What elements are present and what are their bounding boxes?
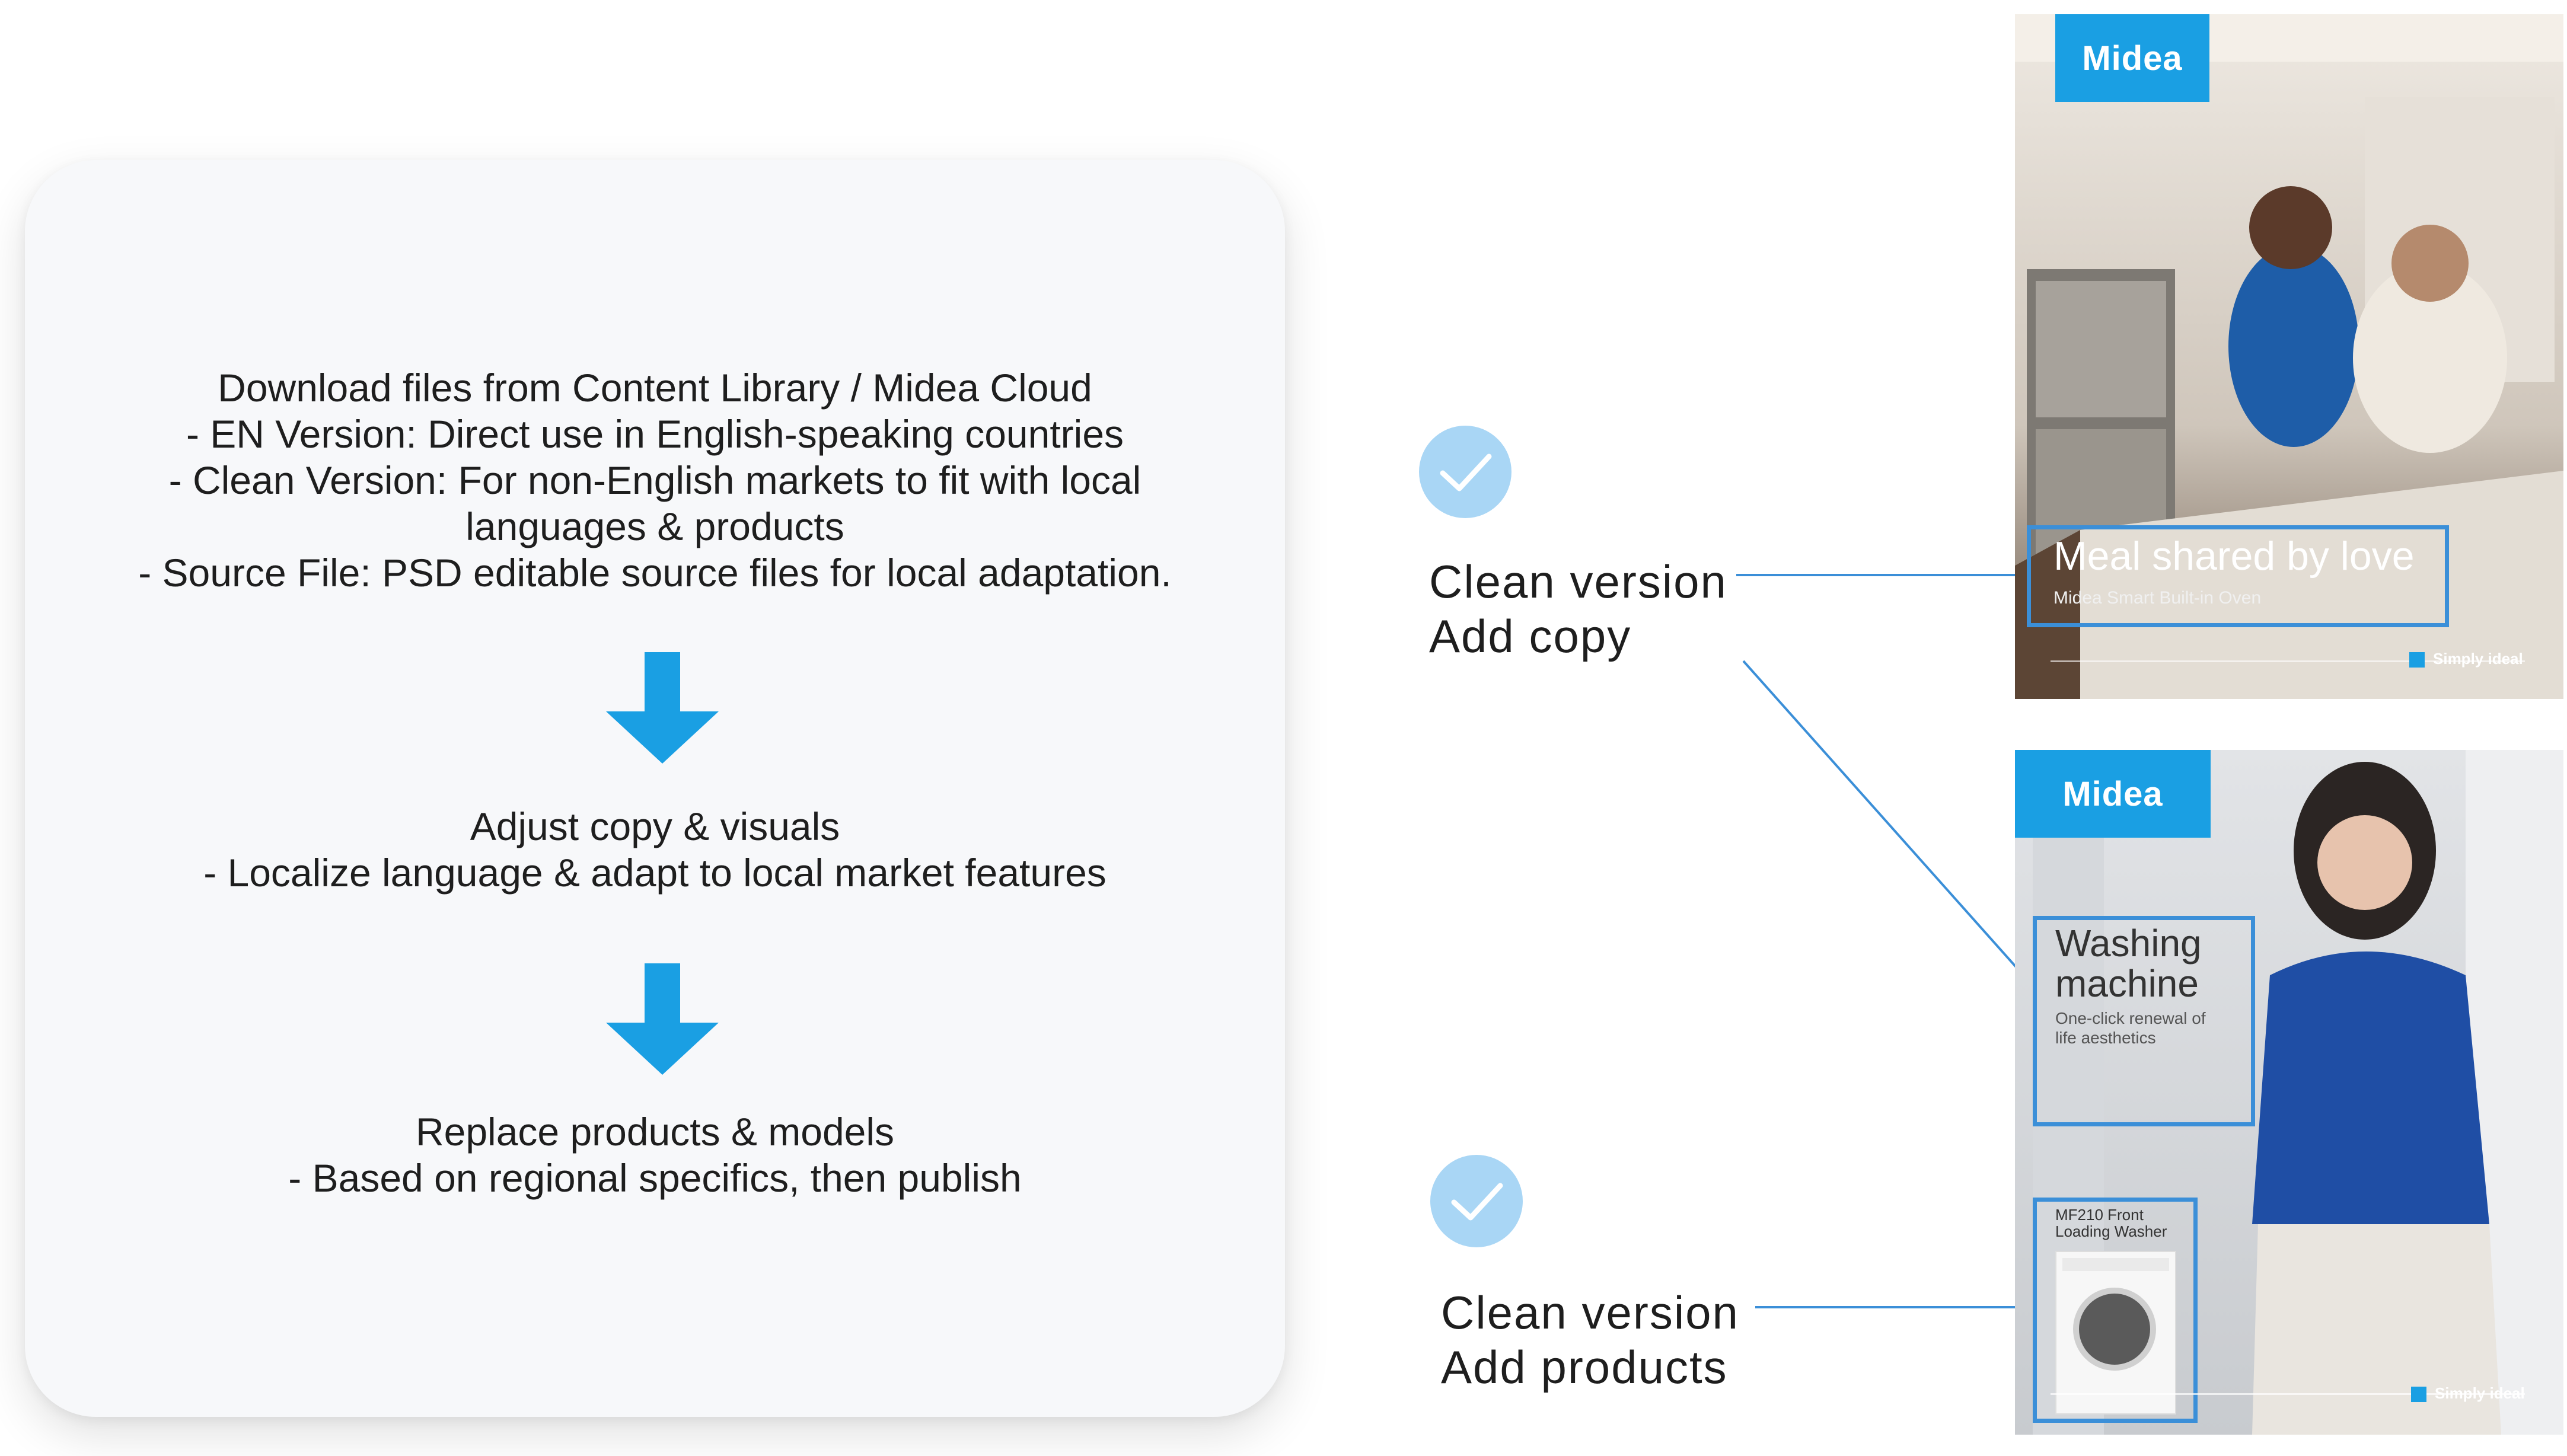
- tagline-square-icon: [2411, 1387, 2426, 1403]
- down-arrow-icon: [606, 652, 719, 764]
- poster-tagline-text: Simply ideal: [2435, 1384, 2525, 1402]
- step-adjust-detail: - Localize language & adapt to local mar…: [203, 851, 1106, 895]
- step-download-source: - Source File: PSD editable source files…: [138, 551, 1172, 595]
- product-label-line1: MF210 Front: [2055, 1206, 2144, 1224]
- headline-frame: [2033, 916, 2255, 1126]
- poster-headline: Washing machine: [2055, 923, 2202, 1004]
- poster-washer-image: Midea Washing machine One-click renewal …: [2015, 750, 2563, 1435]
- step-adjust: Adjust copy & visuals - Localize languag…: [25, 803, 1285, 896]
- poster-tagline: Simply ideal: [2411, 1384, 2525, 1403]
- step-download-clean-cont: languages & products: [465, 505, 844, 548]
- poster-tagline: Simply ideal: [2409, 650, 2523, 668]
- poster-headline: Meal shared by love: [2053, 534, 2415, 579]
- annotation-add-copy-line2: Add copy: [1429, 610, 1632, 662]
- tagline-square-icon: [2409, 652, 2425, 668]
- annotation-add-copy: Clean version Add copy: [1429, 554, 1727, 663]
- product-frame: [2033, 1198, 2198, 1423]
- washer-product-image: [2055, 1251, 2176, 1415]
- annotation-add-copy-line1: Clean version: [1429, 555, 1727, 608]
- annotation-add-products-line2: Add products: [1441, 1341, 1728, 1393]
- step-download-title: Download files from Content Library / Mi…: [218, 366, 1092, 410]
- headline-frame: [2027, 525, 2449, 627]
- poster-subline-line1: One-click renewal of: [2055, 1009, 2206, 1027]
- midea-logo: Midea: [2055, 14, 2209, 102]
- annotation-add-products: Clean version Add products: [1441, 1285, 1739, 1394]
- step-replace-detail: - Based on regional specifics, then publ…: [288, 1156, 1022, 1200]
- down-arrow-icon: [606, 963, 719, 1075]
- product-label-line2: Loading Washer: [2055, 1222, 2167, 1240]
- poster-headline-line1: Washing: [2055, 922, 2202, 965]
- poster-subline-line2: life aesthetics: [2055, 1029, 2156, 1047]
- poster-divider: [2051, 1393, 2525, 1395]
- poster-subline: One-click renewal of life aesthetics: [2055, 1008, 2206, 1048]
- washer-door-icon: [2073, 1288, 2156, 1371]
- step-download-clean: - Clean Version: For non-English markets…: [168, 458, 1141, 502]
- step-download-en: - EN Version: Direct use in English-spea…: [186, 412, 1124, 456]
- midea-logo-text: Midea: [2062, 774, 2163, 813]
- poster-tagline-text: Simply ideal: [2433, 650, 2523, 668]
- process-card: Download files from Content Library / Mi…: [25, 160, 1285, 1417]
- midea-logo-text: Midea: [2082, 39, 2183, 78]
- step-adjust-title: Adjust copy & visuals: [470, 804, 840, 848]
- check-circle-icon: [1419, 426, 1511, 518]
- annotation-add-products-line1: Clean version: [1441, 1286, 1739, 1339]
- step-replace: Replace products & models - Based on reg…: [25, 1109, 1285, 1201]
- poster-headline-line2: machine: [2055, 962, 2199, 1005]
- check-circle-icon: [1430, 1155, 1523, 1247]
- poster-divider: [2051, 660, 2525, 662]
- product-label: MF210 Front Loading Washer: [2055, 1206, 2167, 1240]
- step-replace-title: Replace products & models: [415, 1110, 895, 1154]
- step-download: Download files from Content Library / Mi…: [25, 365, 1285, 596]
- midea-logo: Midea: [2015, 750, 2211, 838]
- poster-subline: Midea Smart Built-in Oven: [2053, 588, 2262, 608]
- poster-kitchen-image: Midea Meal shared by love Midea Smart Bu…: [2015, 14, 2563, 699]
